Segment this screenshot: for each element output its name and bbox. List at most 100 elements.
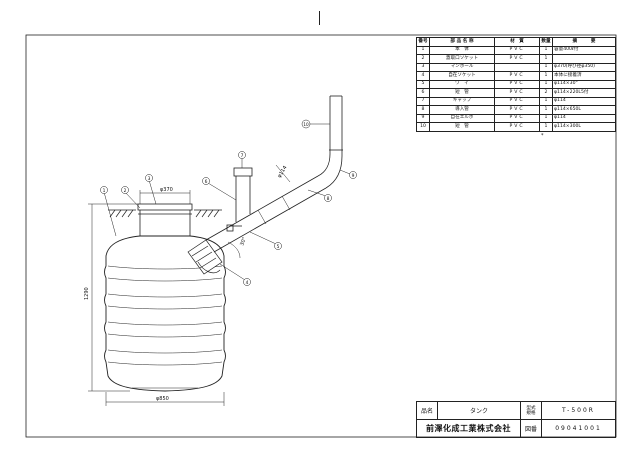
header-name: 部 品 名 称 [429,37,495,47]
row-material: PVC [494,96,540,106]
row-material: PVC [494,105,540,115]
row-qty: 1 [539,54,553,64]
row-remark: 本体に接着済 [552,71,616,81]
dim-tank-diameter: φ850 [156,396,169,402]
model-label-top: 型式 [526,405,536,411]
balloon-6: 6 [202,177,237,201]
svg-text:9: 9 [352,173,355,179]
row-remark: φ114 [552,96,616,106]
row-remark: φ114 [552,113,616,123]
row-no: 8 [416,105,430,115]
drawing-no-label: 図番 [520,419,542,438]
row-qty: 1 [539,113,553,123]
row-no: 7 [416,96,430,106]
model-value: T-500R [541,401,616,420]
dim-manhole-diameter: φ370 [160,187,173,193]
row-qty: 1 [539,71,553,81]
title-block-row-company: 前澤化成工業株式会社 図番 09041001 [416,419,616,438]
product-value: タンク [437,401,521,420]
dim-angle: 30° [239,236,248,247]
row-remark: φ114×300L [552,122,616,132]
row-no: 2 [416,54,430,64]
dimension-lines [88,164,291,406]
header-material: 材 質 [494,37,540,47]
parts-table-header: 番号 部 品 名 称 材 質 数量 摘 要 [416,37,616,47]
row-remark: φ114×30° [552,79,616,89]
row-material: PVC [494,79,540,89]
header-remark: 摘 要 [552,37,616,47]
row-remark: φ370(呼び径φ350) [552,62,616,72]
row-name: マンホール [429,62,495,72]
table-footnote: * [541,133,544,139]
row-name: 導入管 [429,105,495,115]
row-name: 自在ソケット [429,71,495,81]
row-name: 本 体 [429,45,495,55]
drawing-frame [25,34,617,438]
dim-pipe-diameter: φ114 [277,165,289,179]
row-remark: φ114×650L [552,105,616,115]
header-qty: 数量 [539,37,553,47]
elbow-riser [317,95,343,189]
balloon-7: 7 [238,151,246,168]
row-material [494,62,540,72]
row-name: ワ イ [429,79,495,89]
tank-socket [187,239,223,275]
svg-text:7: 7 [241,153,244,159]
title-block-row-product: 品名 タンク 型式 規格 T-500R [416,401,616,420]
row-material: PVC [494,88,540,98]
drawing-no-value: 09041001 [541,419,616,438]
row-no: 9 [416,113,430,123]
row-remark [552,54,616,64]
balloon-9: 9 [339,169,357,179]
product-label: 品名 [416,401,438,420]
svg-text:10: 10 [303,122,309,127]
row-material: PVC [494,45,540,55]
svg-text:1: 1 [103,188,106,194]
row-qty: 1 [539,96,553,106]
model-label-bottom: 規格 [526,410,536,416]
row-no: 3 [416,62,430,72]
row-name: 短 管 [429,122,495,132]
wye-branch [226,167,253,232]
dim-height: 1290 [84,287,90,300]
tank-body [104,235,226,392]
ground-hatch-right [194,209,222,218]
row-remark: φ114×220L5付 [552,88,616,98]
row-no: 4 [416,71,430,81]
balloon-2: 2 [121,186,141,209]
balloon-3: 3 [145,174,157,205]
row-remark: 容量400ℓ付 [552,45,616,55]
balloon-4: 4 [219,263,251,286]
sheet-top-mark [319,11,321,25]
row-material: PVC [494,113,540,123]
row-qty: 1 [539,122,553,132]
svg-text:4: 4 [246,280,249,286]
header-no: 番号 [416,37,430,47]
svg-text:6: 6 [205,179,208,185]
balloon-5: 5 [249,231,282,250]
svg-text:2: 2 [124,188,127,194]
svg-text:3: 3 [148,176,151,182]
row-name: キャップ [429,96,495,106]
row-qty: 1 [539,79,553,89]
model-label: 型式 規格 [520,401,542,420]
row-no: 10 [416,122,430,132]
row-no: 5 [416,79,430,89]
row-material: PVC [494,54,540,64]
row-qty: 2 [539,88,553,98]
balloon-1: 1 [100,186,117,237]
company-name: 前澤化成工業株式会社 [416,419,521,438]
row-material: PVC [494,122,540,132]
row-name: 短 管 [429,88,495,98]
title-block: 品名 タンク 型式 規格 T-500R 前澤化成工業株式会社 図番 090410… [416,401,616,438]
svg-text:5: 5 [277,244,280,250]
row-material: PVC [494,71,540,81]
